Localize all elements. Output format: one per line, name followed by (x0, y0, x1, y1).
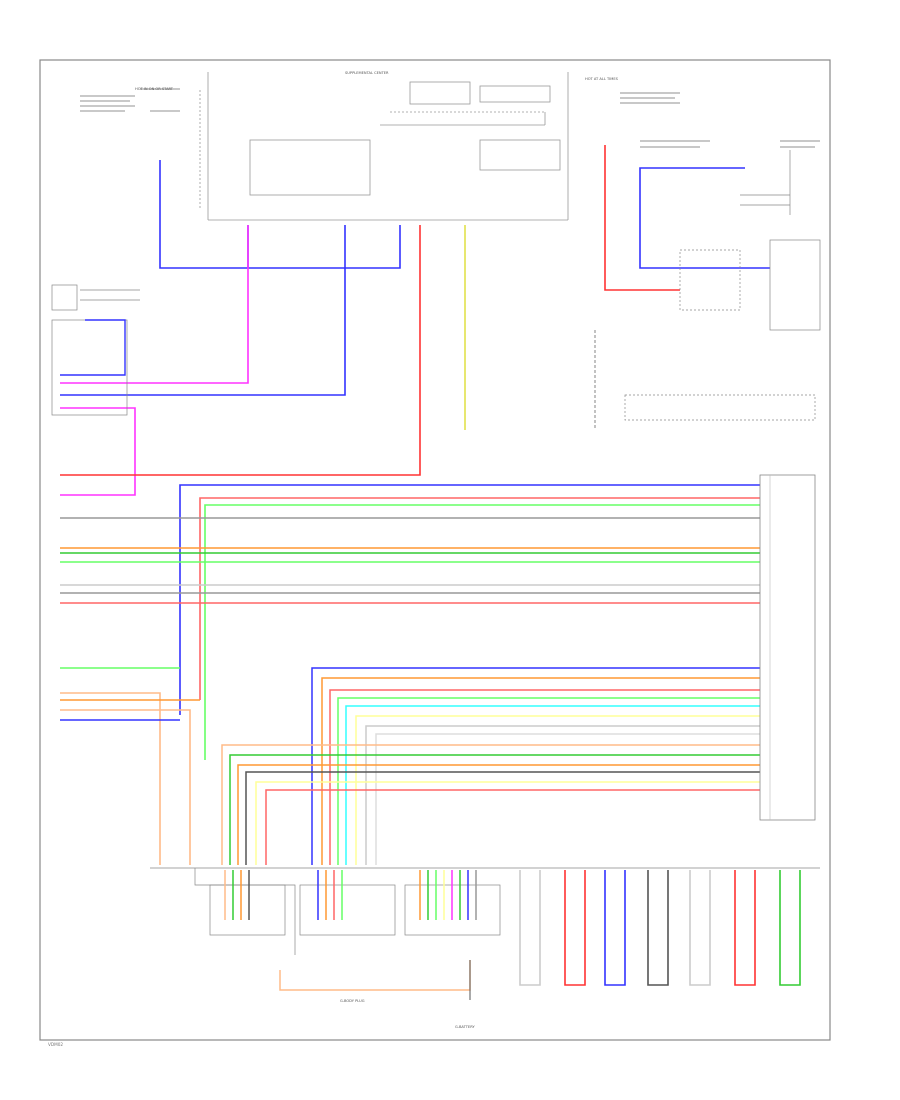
top-right-labels (620, 92, 820, 148)
label-bottom-center: G-BATTERY (455, 1025, 475, 1029)
bottom-right-loops (519, 870, 801, 986)
left-wire-blue-small (60, 319, 126, 376)
label-top-left: HOT IN ON OR START (135, 87, 174, 91)
right-module-connector (759, 474, 816, 821)
wire-red-right-top (604, 145, 680, 291)
wire-orange-ground (279, 960, 471, 991)
label-bottom-ground: G-BODY PLUG (340, 999, 365, 1003)
wire-red-top (60, 225, 421, 476)
footer-code: VDM02 (48, 1042, 63, 1047)
top-left-labels (80, 88, 180, 112)
main-bus (60, 484, 760, 865)
diagram-border (39, 59, 831, 1041)
wire-blue-right-top (639, 167, 770, 269)
bottom-left-wires (224, 870, 477, 920)
bottom-connector-row (150, 867, 820, 955)
wire-magenta-top (60, 225, 249, 496)
lower-bundle (221, 667, 760, 865)
right-top-boxes (624, 150, 821, 421)
label-top-right: HOT AT ALL TIMES (585, 77, 619, 81)
fuse-box (199, 72, 569, 221)
label-top-center: SUPPLEMENTAL CENTER (345, 71, 389, 75)
